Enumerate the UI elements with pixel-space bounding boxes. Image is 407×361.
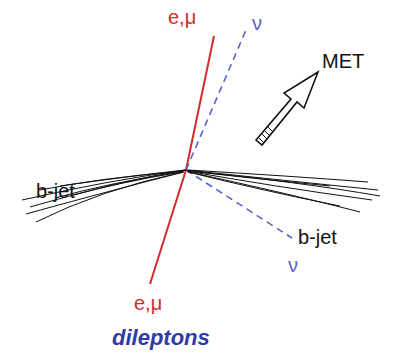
b-jet-spray — [186, 170, 380, 212]
lepton-label: e,μ — [134, 292, 162, 314]
met-label: MET — [322, 50, 364, 72]
lepton-track — [150, 170, 186, 284]
jet-label: b-jet — [36, 180, 75, 202]
neutrino-label: ν — [288, 254, 298, 276]
lepton-track — [186, 36, 214, 170]
b-jet-spray — [22, 170, 186, 222]
caption: dileptons — [112, 326, 210, 350]
neutrino-line — [186, 30, 246, 170]
lepton-label: e,μ — [168, 6, 196, 28]
met-arrow — [256, 72, 318, 145]
jet-label: b-jet — [298, 226, 337, 248]
neutrino-label: ν — [252, 12, 262, 34]
